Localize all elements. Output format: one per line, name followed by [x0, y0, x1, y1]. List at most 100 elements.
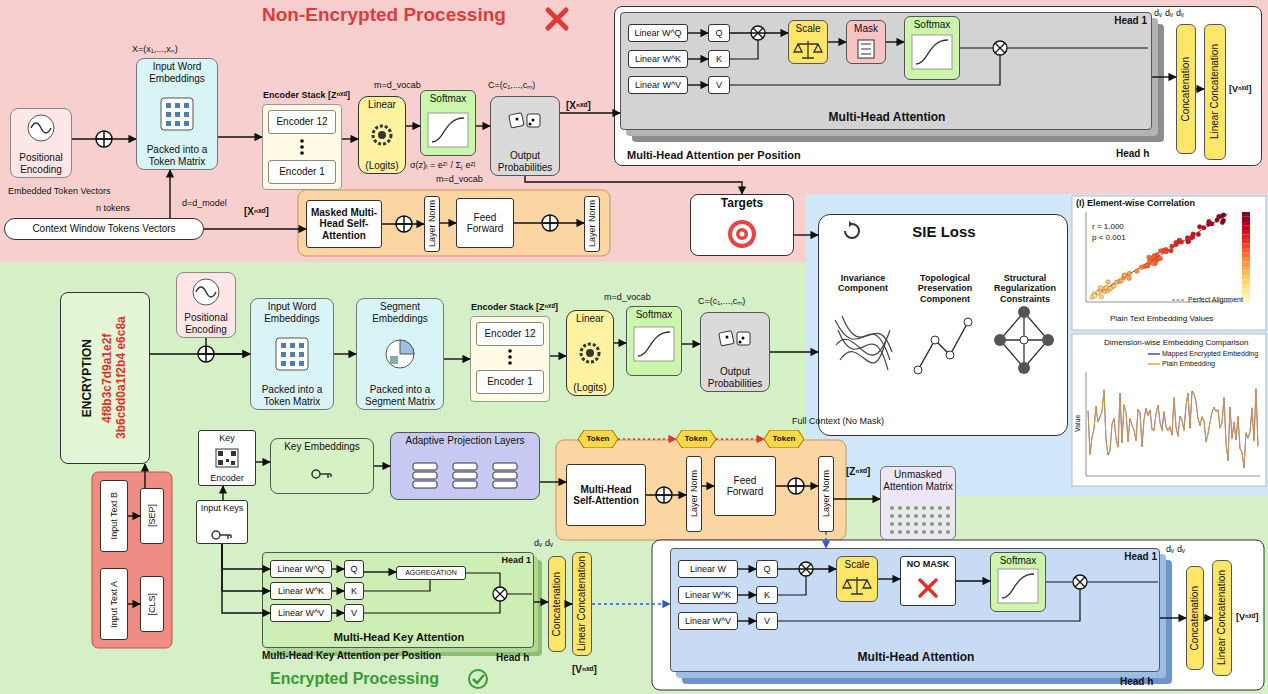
annotation-label: [Zⁿˣᵈ]	[846, 466, 870, 478]
decor-path	[1088, 389, 1258, 467]
process-box: Softmax	[420, 90, 476, 156]
process-box: V	[708, 76, 730, 94]
node-text: Non-Encrypted Processing	[262, 4, 562, 26]
decor-circle	[1147, 260, 1152, 265]
connector-arrow	[1204, 617, 1212, 618]
decor-circle	[508, 355, 512, 359]
process-box: Linear W^QLinear W^KLinear W^VQKVScaleMa…	[614, 6, 1262, 166]
annotation-label: dᵥ	[1177, 544, 1185, 554]
process-box: Concatenation	[548, 556, 566, 652]
decor-circle	[1139, 265, 1144, 270]
connector-arrow	[688, 58, 708, 59]
process-box: Linear W^QLinear W^KLinear W^VQKVScaleMa…	[620, 12, 1152, 130]
process-box: Feed Forward	[456, 198, 514, 248]
decor-use	[998, 569, 1038, 603]
connector-arrow	[525, 176, 742, 194]
node-text: Softmax	[1000, 555, 1037, 567]
node-text: V	[351, 608, 357, 618]
annotation-label: d=d_model	[182, 198, 227, 208]
node-text: Positional Encoding	[179, 312, 233, 335]
decor-circle	[1122, 275, 1127, 280]
decor-rect	[652, 540, 1264, 690]
decor-circle	[1143, 264, 1148, 269]
decor-circle	[1158, 249, 1163, 254]
decor-circle	[1098, 286, 1103, 291]
process-box: Input Word EmbeddingsPacked into a Token…	[136, 58, 218, 170]
decor-path	[1148, 363, 1160, 365]
decor-circle	[1186, 239, 1191, 244]
annotation-label: C=(c₁,...,cₘ)	[488, 80, 535, 90]
decor-circle	[1102, 289, 1107, 294]
decor-rect	[1242, 239, 1250, 244]
process-box: K	[756, 586, 778, 604]
node-text: Linear W^K	[278, 586, 324, 596]
decor-rect	[0, 0, 1268, 262]
decor-circle	[1179, 240, 1184, 245]
decor-circle	[1216, 214, 1221, 219]
decor-circle	[1104, 285, 1109, 290]
node-text: Linear W^K	[635, 54, 681, 64]
node-text: Linear W^V	[635, 80, 681, 90]
connector-arrow	[406, 125, 420, 126]
connector-arrow	[476, 125, 490, 126]
decor-use	[373, 126, 391, 144]
decor-rect	[216, 449, 238, 467]
connector-arrow	[382, 223, 424, 224]
process-box: Input Text B	[100, 480, 128, 552]
connector-arrow	[738, 568, 756, 569]
node-text: Multi-Head Key Attention per Position	[262, 650, 492, 662]
decor-circle	[1127, 276, 1132, 281]
annotation-label: p < 0.001	[1090, 233, 1128, 242]
annotation-label: m=d_vocab	[374, 80, 421, 90]
connector-arrow	[222, 544, 270, 613]
node-text: K	[764, 590, 770, 600]
decor-use	[161, 98, 193, 130]
decor-path	[845, 224, 859, 238]
decor-path	[1086, 212, 1232, 302]
process-box: Input Word EmbeddingsPacked into a Token…	[250, 298, 334, 410]
decor-rect	[1242, 298, 1250, 303]
connector-arrow	[566, 603, 572, 604]
decor-circle	[1117, 279, 1122, 284]
process-box: Softmax	[904, 16, 960, 80]
process-box: Scale	[788, 20, 828, 64]
node-text: Input Text A	[109, 581, 119, 628]
decor-circle	[1151, 261, 1156, 266]
decor-rect	[1242, 289, 1250, 294]
node-text: Linear	[576, 313, 604, 325]
process-box: Encoder 12	[476, 322, 544, 346]
node-text: Q	[715, 28, 722, 38]
process-box: Softmax	[990, 552, 1046, 612]
process-box: Layer Norm	[818, 456, 834, 532]
connector-arrow	[440, 222, 456, 223]
connector-arrow	[776, 485, 818, 486]
annotation-label: [Vⁿˣᵈ]	[1236, 612, 1258, 622]
decor-rect	[1242, 226, 1250, 231]
annotation-label: Head h	[1116, 148, 1149, 160]
annotation-label: [Vⁿˣᵈ]	[1229, 84, 1251, 94]
connector-arrow	[770, 351, 818, 352]
connector-arrow	[256, 461, 270, 462]
node-text: Linear Concatenation	[576, 556, 588, 651]
decor-rect	[1242, 284, 1250, 289]
decor-circle	[1098, 288, 1103, 293]
annotation-label: σ(z)ᵢ = eᶻⁱ / Σⱼ eᶻʲ	[410, 160, 475, 170]
decor-circle	[1155, 252, 1160, 257]
decor-use	[912, 35, 952, 69]
node-text: Topological Preservation Component	[905, 273, 985, 304]
token-hexagon: Token	[676, 430, 716, 448]
connector-arrow	[618, 438, 676, 439]
node-text: Input Word Embeddings	[139, 61, 215, 84]
decor-circle	[1018, 362, 1030, 374]
decor-circle	[1174, 240, 1179, 245]
token-hexagon-shape	[676, 430, 716, 448]
process-box: Encoder 12Encoder 1Encoder Stack [Zⁿˣᵈ]	[470, 316, 550, 402]
decor-g	[1242, 212, 1250, 302]
decor-path	[849, 221, 853, 227]
node-text: Softmax	[636, 309, 673, 321]
process-box: Layer Norm	[584, 196, 600, 252]
node-text: Head 1	[477, 555, 531, 565]
node-text: [CLS]	[147, 593, 157, 616]
process-box: Linear W^V	[628, 76, 688, 94]
decor-circle	[1206, 222, 1211, 227]
